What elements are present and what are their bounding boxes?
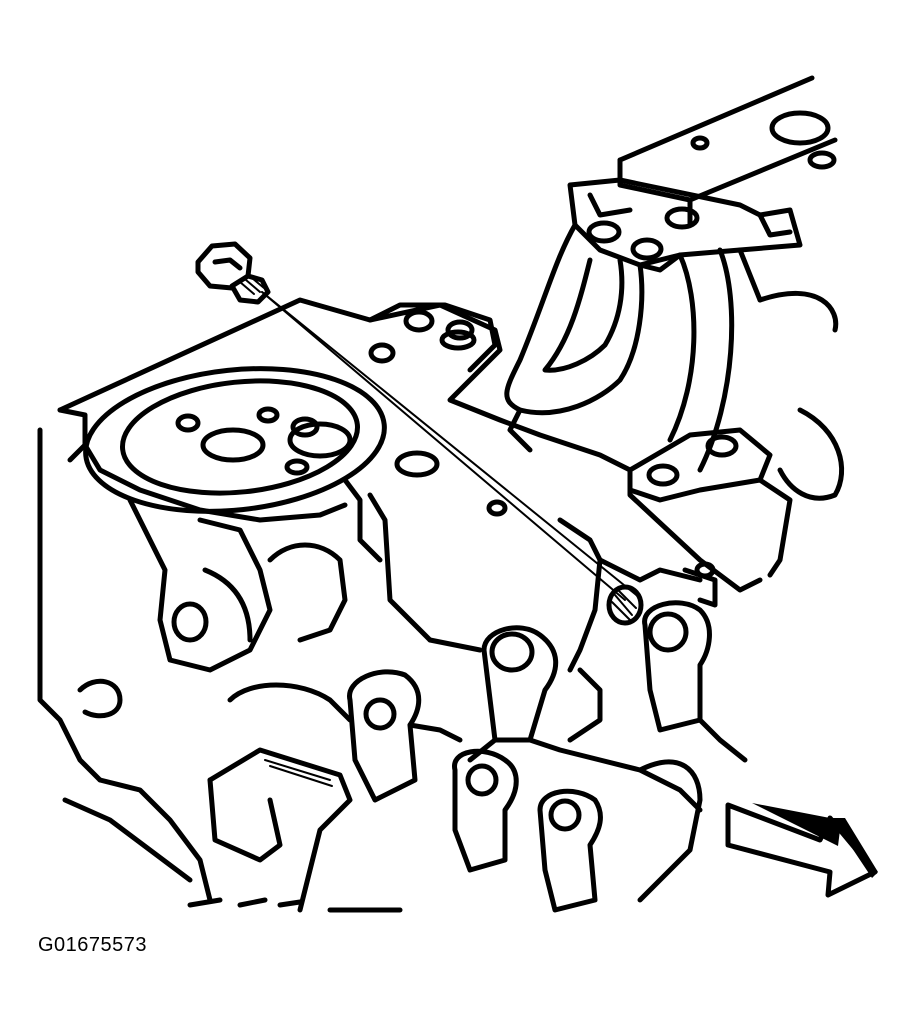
plug-leader-line <box>261 291 641 601</box>
oil-pump-mount-flange <box>83 366 387 514</box>
upper-bolt-bosses <box>367 302 508 517</box>
middle-casting <box>267 477 703 673</box>
lower-ledge <box>62 747 353 913</box>
block-upper-deck <box>617 75 838 228</box>
rear-main-bearing-cap <box>567 177 803 268</box>
lower-casting <box>97 667 748 903</box>
crankcase-right <box>737 247 845 578</box>
lower-stud-bosses <box>347 600 712 913</box>
oil-gallery-plug <box>195 241 271 305</box>
engine-block-illustration <box>37 75 878 913</box>
bottom-edge-marks <box>187 897 403 913</box>
oil-gallery-port <box>606 584 644 626</box>
side-tab <box>682 561 718 608</box>
direction-arrow-icon <box>725 802 878 898</box>
block-rear-face <box>57 297 763 593</box>
bearing-cap-bolt-boss <box>627 427 773 503</box>
figure-id-label: G01675573 <box>38 934 148 956</box>
left-support-pedestal <box>37 427 273 783</box>
bearing-saddle <box>504 222 735 473</box>
